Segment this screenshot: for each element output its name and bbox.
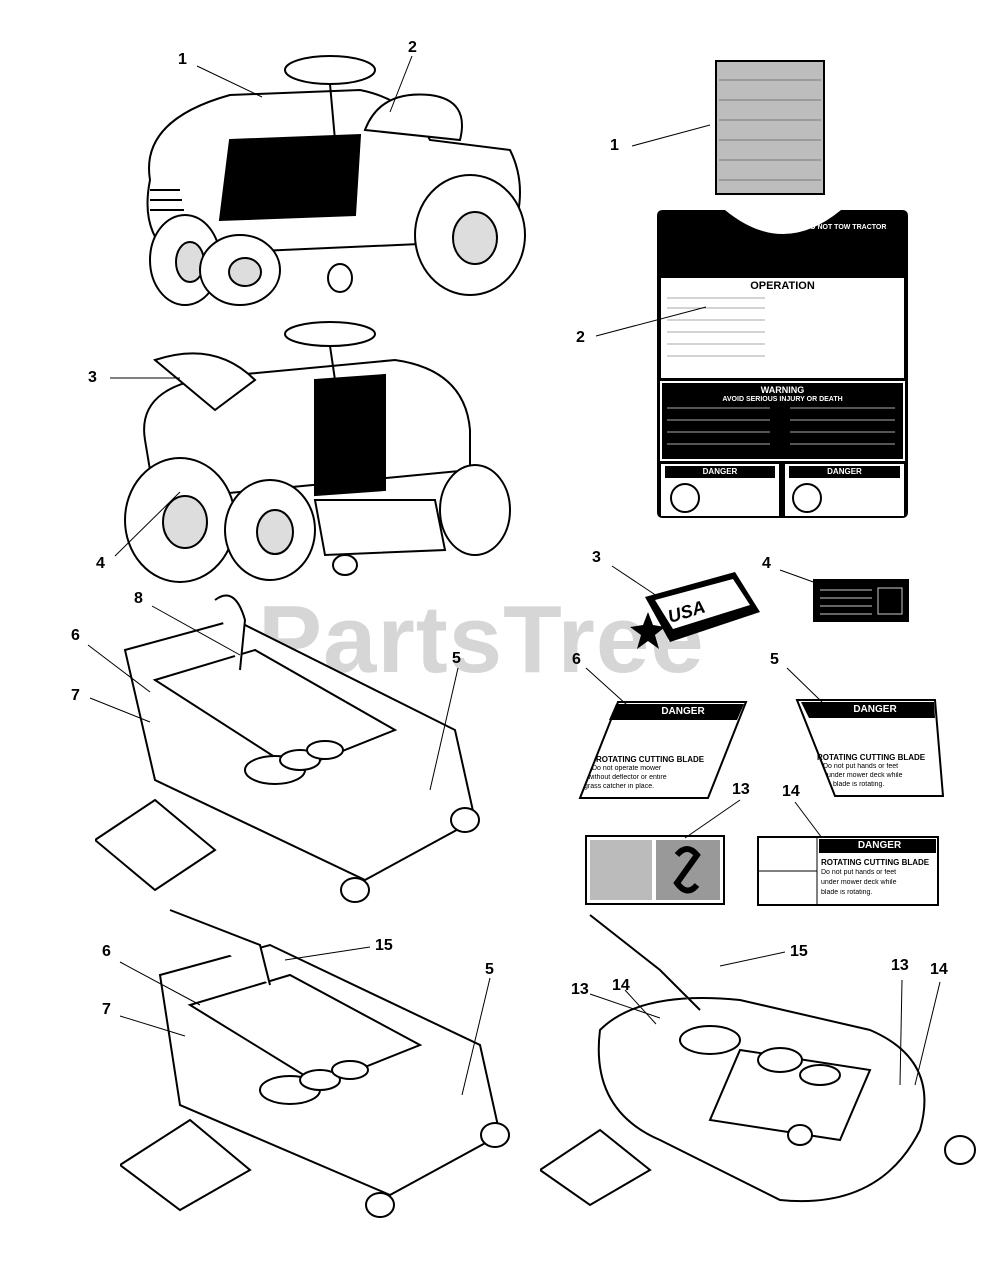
decal-5-danger: DANGER ROTATING CUTTING BLADE Do not put… xyxy=(795,698,945,798)
callout-3-decal: 3 xyxy=(592,549,601,566)
callout-5-deck-lower: 5 xyxy=(485,961,494,978)
decal-14-line2: Do not put hands or feet xyxy=(821,869,897,876)
callout-4-tractor: 4 xyxy=(96,555,105,572)
callout-4-decal: 4 xyxy=(762,555,771,572)
callout-1-tractor: 1 xyxy=(178,51,187,68)
callout-6-decal: 6 xyxy=(572,651,581,668)
decal-14-line4: blade is rotating. xyxy=(821,889,873,896)
decal-5-line2: Do not put hands or feet xyxy=(823,763,899,770)
tractor-front-view xyxy=(146,55,526,306)
decal-5-line3: under mower deck while xyxy=(827,772,903,779)
callout-7-deck-lower: 7 xyxy=(102,1001,111,1018)
operation-warning-sub: AVOID SERIOUS INJURY OR DEATH xyxy=(722,396,843,403)
operation-danger-left: DANGER xyxy=(702,467,738,476)
decal-14-line1: ROTATING CUTTING BLADE xyxy=(821,858,930,867)
operation-danger-right: DANGER xyxy=(827,467,862,476)
callout-2-tractor: 2 xyxy=(408,39,417,56)
operation-tow-warning: DO NOT TOW TRACTOR xyxy=(805,224,887,231)
callout-7-deck-upper: 7 xyxy=(71,687,80,704)
mower-deck-upper-left xyxy=(95,594,480,903)
decal-1-stipple xyxy=(715,60,825,195)
decal-2-operation: DO NOT TOW TRACTOR OPERATION WARNING AVO… xyxy=(655,208,910,520)
decal-6-line1: ROTATING CUTTING BLADE xyxy=(596,755,705,764)
callout-2-decal: 2 xyxy=(576,329,585,346)
decal-14-line3: under mower deck while xyxy=(821,879,897,886)
mower-deck-lower-left xyxy=(120,909,510,1218)
callout-13-decal: 13 xyxy=(732,781,750,798)
operation-title: OPERATION xyxy=(750,280,815,292)
tractor-rear-view xyxy=(124,321,511,583)
callout-15-deck-lower: 15 xyxy=(375,937,393,954)
decal-3-usa: USA xyxy=(615,567,765,662)
operation-warning-title: WARNING xyxy=(760,385,805,395)
decal-4-small xyxy=(813,579,909,622)
mower-deck-lower-right xyxy=(540,914,976,1207)
callout-5-decal: 5 xyxy=(770,651,779,668)
callout-5-deck-upper: 5 xyxy=(452,650,461,667)
callout-14-deck-right-right: 14 xyxy=(930,961,948,978)
decal-5-line1: ROTATING CUTTING BLADE xyxy=(817,753,926,762)
callout-15-deck-right: 15 xyxy=(790,943,808,960)
callout-3-tractor: 3 xyxy=(88,369,97,386)
decal-6-line4: grass catcher in place. xyxy=(584,783,655,790)
callout-1-decal: 1 xyxy=(610,137,619,154)
callout-6-deck-lower: 6 xyxy=(102,943,111,960)
callout-8-deck: 8 xyxy=(134,590,143,607)
decal-5-header: DANGER xyxy=(853,704,897,715)
callout-13-deck-right-left: 13 xyxy=(571,981,589,998)
decal-14-header: DANGER xyxy=(857,840,902,851)
decal-6-line3: without deflector or entire xyxy=(588,774,667,781)
decal-13-pictogram xyxy=(585,835,725,905)
callout-6-deck-upper: 6 xyxy=(71,627,80,644)
decal-6-line2: Do not operate mower xyxy=(592,765,662,772)
decal-5-line4: blade is rotating. xyxy=(833,781,885,788)
decal-6-header: DANGER xyxy=(661,706,705,717)
decal-6-danger: DANGER ROTATING CUTTING BLADE Do not ope… xyxy=(578,700,748,800)
decal-14-danger: DANGER ROTATING CUTTING BLADE Do not put… xyxy=(757,836,939,906)
callout-14-decal: 14 xyxy=(782,783,800,800)
callout-13-deck-right-right: 13 xyxy=(891,957,909,974)
callout-14-deck-right-left: 14 xyxy=(612,977,630,994)
